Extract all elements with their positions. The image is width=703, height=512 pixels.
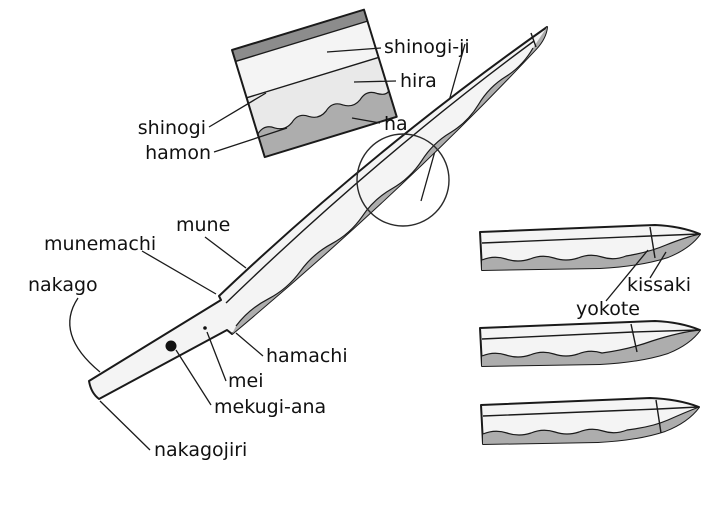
label-nakagojiri: nakagojiri bbox=[154, 439, 247, 461]
inset-hira-band bbox=[246, 57, 390, 135]
label-nakago: nakago bbox=[28, 274, 98, 296]
mei-mark bbox=[203, 326, 207, 330]
leader-nakagojiri bbox=[99, 400, 151, 451]
leader-shinogi-ji bbox=[326, 47, 382, 53]
inset-mune-edge-line bbox=[235, 20, 368, 63]
tip1-ha-region bbox=[482, 234, 700, 270]
leader-yokote bbox=[605, 249, 649, 302]
leader-mune bbox=[204, 236, 247, 269]
label-munemachi: munemachi bbox=[44, 233, 156, 255]
inset-mune-band bbox=[231, 9, 368, 62]
label-ha: ha bbox=[384, 113, 408, 135]
tip2-yokote-line bbox=[630, 323, 638, 353]
main-blade bbox=[88, 26, 548, 400]
blade-ha-region bbox=[232, 27, 547, 334]
inset-hamon-line bbox=[257, 90, 390, 135]
inset-ha-region bbox=[257, 90, 397, 158]
tip1-yokote-line bbox=[649, 226, 656, 259]
kissaki-variant-bottom bbox=[480, 397, 700, 445]
label-hira: hira bbox=[400, 70, 437, 92]
kissaki-variant-middle bbox=[479, 320, 701, 367]
label-kissaki: kissaki bbox=[627, 274, 691, 296]
inset-shinogi-line bbox=[246, 56, 379, 99]
leader-munemachi bbox=[141, 250, 217, 295]
leader-mei bbox=[206, 331, 227, 382]
label-shinogi: shinogi bbox=[138, 117, 206, 139]
tip3-hamon-line bbox=[482, 406, 700, 436]
tip3-yokote-line bbox=[655, 399, 662, 434]
blade-yokote-line bbox=[530, 32, 537, 48]
label-hamachi: hamachi bbox=[266, 345, 348, 367]
blade-section-inset bbox=[231, 8, 398, 159]
leader-ha bbox=[351, 117, 381, 124]
tip1-hamon-line bbox=[481, 233, 701, 262]
leader-hamon bbox=[213, 127, 288, 153]
blade-hamon-line bbox=[235, 47, 534, 327]
blade-shinogi-line bbox=[225, 40, 535, 304]
tip3-ha-region bbox=[483, 407, 699, 444]
leader-hira bbox=[353, 80, 397, 83]
label-shinogi-ji: shinogi-ji bbox=[384, 36, 470, 58]
label-yokote: yokote bbox=[576, 298, 640, 320]
label-hamon: hamon bbox=[145, 142, 211, 164]
tip2-ha-region bbox=[482, 330, 700, 366]
leader-kissaki bbox=[649, 251, 667, 279]
leader-mekugi-ana bbox=[175, 349, 212, 406]
leader-shinogi bbox=[208, 92, 267, 128]
mekugi-ana-hole bbox=[165, 340, 177, 352]
kissaki-variant-top bbox=[479, 224, 701, 271]
tip1-shinogi-line bbox=[481, 233, 700, 244]
label-mei: mei bbox=[228, 370, 263, 392]
magnifier-circle bbox=[356, 133, 450, 227]
label-mekugi-ana: mekugi-ana bbox=[214, 396, 326, 418]
leader-hamachi bbox=[235, 332, 264, 357]
tip2-hamon-line bbox=[481, 329, 701, 358]
label-mune: mune bbox=[176, 214, 230, 236]
leader-nakago bbox=[69, 297, 101, 373]
